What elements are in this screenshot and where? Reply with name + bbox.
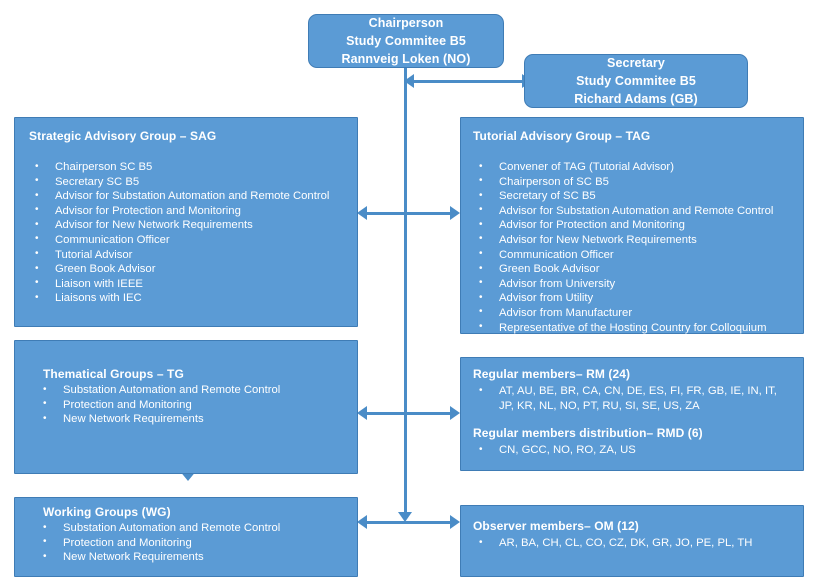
connector-chair-secretary: [414, 80, 524, 83]
arrowhead-wg-om-left: [357, 515, 367, 529]
connector-wg-om: [366, 521, 452, 524]
list-item: Advisor for New Network Requirements: [473, 232, 773, 248]
list-item: Advisor for Substation Automation and Re…: [29, 189, 329, 204]
tg-list: Substation Automation and Remote Control…: [37, 383, 280, 427]
list-item: Representative of the Hosting Country fo…: [473, 320, 773, 336]
list-item: Advisor from Utility: [473, 291, 773, 306]
list-item: Advisor for Protection and Monitoring: [473, 218, 773, 233]
chairperson-box[interactable]: Chairperson Study Commitee B5 Rannveig L…: [308, 14, 504, 68]
list-item: Chairperson SC B5: [29, 160, 329, 175]
list-item: Liaisons with IEC: [29, 291, 329, 306]
list-item: Chairperson of SC B5: [473, 174, 773, 190]
list-item: Secretary SC B5: [29, 174, 329, 190]
list-item: Green Book Advisor: [29, 262, 329, 277]
arrowhead-wg-om-right: [450, 515, 460, 529]
secretary-box[interactable]: Secretary Study Commitee B5 Richard Adam…: [524, 54, 748, 108]
sag-title: Strategic Advisory Group – SAG: [29, 129, 217, 143]
list-item: Convener of TAG (Tutorial Advisor): [473, 160, 773, 175]
tutorial-advisory-group-box[interactable]: Tutorial Advisory Group – TAG Convener o…: [460, 117, 804, 334]
list-item: Advisor for New Network Requirements: [29, 218, 329, 233]
rm-title: Regular members– RM (24): [473, 367, 631, 381]
secretary-role: Secretary: [607, 55, 665, 70]
list-item: Secretary of SC B5: [473, 189, 773, 204]
list-item: Substation Automation and Remote Control: [37, 383, 280, 398]
secretary-name: Richard Adams (GB): [574, 92, 698, 107]
wg-title: Working Groups (WG): [43, 505, 171, 519]
arrowhead-tg-to-wg-down: [179, 470, 197, 481]
list-item: Communication Officer: [29, 232, 329, 248]
tag-title: Tutorial Advisory Group – TAG: [473, 129, 651, 143]
regular-members-box[interactable]: Regular members– RM (24) AT, AU, BE, BR,…: [460, 357, 804, 471]
arrowhead-sag-tag-right: [450, 206, 460, 220]
list-item: Tutorial Advisor: [29, 247, 329, 263]
list-item: New Network Requirements: [37, 412, 280, 427]
om-list: AR, BA, CH, CL, CO, CZ, DK, GR, JO, PE, …: [473, 536, 752, 551]
list-item: Protection and Monitoring: [37, 397, 280, 413]
list-item: Green Book Advisor: [473, 262, 773, 277]
tg-title: Thematical Groups – TG: [43, 367, 184, 381]
rmd-title: Regular members distribution– RMD (6): [473, 426, 703, 440]
sag-list: Chairperson SC B5 Secretary SC B5 Adviso…: [29, 160, 329, 306]
list-item: Substation Automation and Remote Control: [37, 521, 280, 536]
list-item: Communication Officer: [473, 247, 773, 263]
rmd-list: CN, GCC, NO, RO, ZA, US: [473, 443, 636, 458]
list-item: Liaison with IEEE: [29, 276, 329, 292]
om-title: Observer members– OM (12): [473, 519, 639, 533]
list-item: Advisor from University: [473, 276, 773, 292]
list-item: CN, GCC, NO, RO, ZA, US: [473, 443, 636, 458]
arrowhead-spine-down: [398, 512, 412, 522]
rm-list: AT, AU, BE, BR, CA, CN, DE, ES, FI, FR, …: [473, 383, 793, 413]
thematical-groups-box[interactable]: Thematical Groups – TG Substation Automa…: [14, 340, 358, 474]
connector-spine-vertical: [404, 64, 407, 516]
working-groups-box[interactable]: Working Groups (WG) Substation Automatio…: [14, 497, 358, 577]
wg-list: Substation Automation and Remote Control…: [37, 521, 280, 565]
list-item: Advisor for Substation Automation and Re…: [473, 203, 773, 219]
strategic-advisory-group-box[interactable]: Strategic Advisory Group – SAG Chairpers…: [14, 117, 358, 327]
connector-sag-tag: [366, 212, 452, 215]
arrowhead-chair-secretary-left: [404, 74, 414, 88]
chairperson-role: Chairperson: [368, 15, 444, 30]
secretary-committee: Study Commitee B5: [576, 73, 696, 88]
arrowhead-sag-tag-left: [357, 206, 367, 220]
chairperson-committee: Study Commitee B5: [346, 33, 466, 48]
list-item: Advisor from Manufacturer: [473, 305, 773, 321]
chairperson-name: Rannveig Loken (NO): [341, 52, 471, 67]
observer-members-box[interactable]: Observer members– OM (12) AR, BA, CH, CL…: [460, 505, 804, 577]
list-item: Protection and Monitoring: [37, 535, 280, 551]
connector-tg-rm: [366, 412, 452, 415]
list-item: New Network Requirements: [37, 550, 280, 565]
list-item: AT, AU, BE, BR, CA, CN, DE, ES, FI, FR, …: [473, 383, 793, 413]
tag-list: Convener of TAG (Tutorial Advisor) Chair…: [473, 160, 773, 335]
arrowhead-tg-rm-left: [357, 406, 367, 420]
list-item: AR, BA, CH, CL, CO, CZ, DK, GR, JO, PE, …: [473, 536, 752, 551]
list-item: Advisor for Protection and Monitoring: [29, 203, 329, 219]
arrowhead-tg-rm-right: [450, 406, 460, 420]
